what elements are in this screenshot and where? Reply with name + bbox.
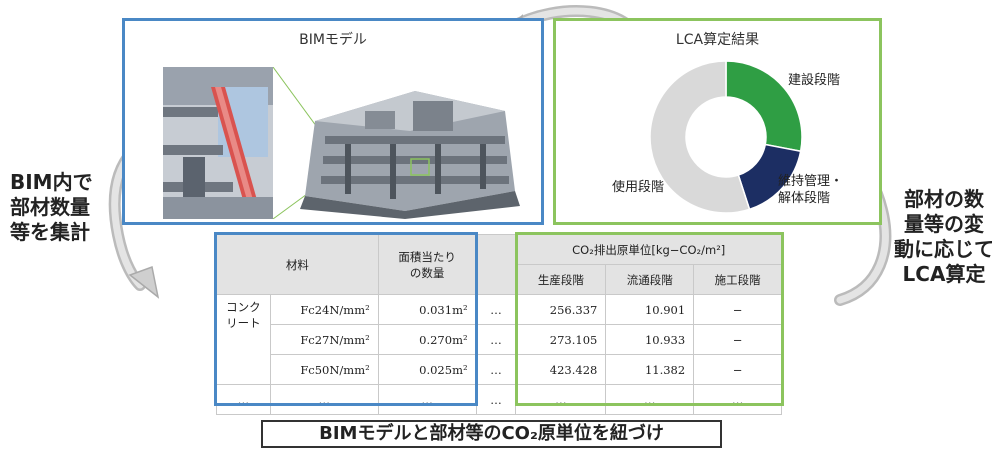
stage2-value: 10.933: [605, 324, 695, 355]
header-quantity-line1: 面積当たり: [398, 249, 456, 264]
donut-label-construction: 建設段階: [788, 73, 841, 88]
stage3-value: −: [693, 294, 782, 325]
lca-result-panel: LCA算定結果 建設段階 維持管理・ 解体段階 使用段階: [553, 18, 882, 225]
left-note-line: BIM内で: [10, 170, 93, 194]
ellipsis-cell: …: [475, 294, 517, 325]
material-name: Fc50N/mm²: [269, 354, 379, 385]
right-note-line: 部材の数: [904, 187, 984, 211]
material-quantity: 0.025m²: [377, 354, 477, 385]
donut-label-maintenance: 維持管理・ 解体段階: [778, 173, 843, 207]
ellipsis-cell: …: [269, 384, 379, 415]
header-stage-construction: 施工段階: [693, 264, 782, 295]
bim-model-panel: BIMモデル: [122, 18, 544, 225]
donut-slice: [649, 60, 751, 214]
left-note-line: 等を集計: [10, 220, 90, 244]
donut-slice: [725, 60, 803, 153]
material-quantity: 0.031m²: [377, 294, 477, 325]
donut-label-maintenance-line1: 維持管理・: [778, 174, 844, 189]
table-row: Fc27N/mm² 0.270m² … 273.105 10.933 −: [217, 324, 782, 355]
ellipsis-cell: …: [475, 384, 517, 415]
group-cell-concrete: コンク リート: [216, 294, 271, 385]
header-stage-distribution: 流通段階: [605, 264, 695, 295]
table-row: Fc50N/mm² 0.025m² … 423.428 11.382 −: [217, 354, 782, 385]
header-quantity-line2: の数量: [409, 265, 445, 280]
header-unit-group: CO₂排出原単位[kg−CO₂/m²]: [515, 234, 782, 265]
caption-box: BIMモデルと部材等のCO₂原単位を紐づけ: [261, 420, 722, 448]
stage1-value: 273.105: [515, 324, 607, 355]
group-label-line1: コンク: [226, 300, 261, 314]
header-ellipsis: [475, 234, 517, 295]
table-row-more: … … … … … … …: [216, 384, 782, 415]
right-note-line: 動に応じて: [894, 237, 994, 261]
stage1-value: 256.337: [515, 294, 607, 325]
table-row: コンク リート Fc24N/mm² 0.031m² … 256.337 10.9…: [216, 294, 782, 385]
donut-label-use: 使用段階: [612, 180, 665, 195]
header-material: 材料: [216, 234, 379, 295]
ellipsis-cell: …: [475, 354, 517, 385]
ellipsis-cell: …: [377, 384, 477, 415]
left-note: BIM内で 部材数量 等を集計: [10, 170, 110, 245]
donut-label-maintenance-line2: 解体段階: [778, 191, 831, 206]
header-stage-production: 生産段階: [515, 264, 607, 295]
ellipsis-cell: …: [693, 384, 782, 415]
ellipsis-cell: …: [216, 384, 271, 415]
material-name: Fc24N/mm²: [269, 294, 379, 325]
material-table: 材料 面積当たり の数量 CO₂排出原単位[kg−CO₂/m²] 生産段階 流通…: [216, 234, 782, 415]
ellipsis-cell: …: [515, 384, 607, 415]
group-label-line2: リート: [226, 316, 261, 330]
stage1-value: 423.428: [515, 354, 607, 385]
ellipsis-cell: …: [475, 324, 517, 355]
right-note: 部材の数 量等の変 動に応じて LCA算定: [890, 187, 998, 287]
material-name: Fc27N/mm²: [269, 324, 379, 355]
stage2-value: 11.382: [605, 354, 695, 385]
stage3-value: −: [693, 354, 782, 385]
ellipsis-cell: …: [605, 384, 695, 415]
header-quantity: 面積当たり の数量: [377, 234, 477, 295]
left-note-line: 部材数量: [10, 195, 90, 219]
lca-panel-title: LCA算定結果: [675, 32, 760, 48]
lca-donut-chart: [649, 60, 803, 214]
bim-panel-title: BIMモデル: [299, 32, 367, 48]
bim-building-illustration: [300, 91, 520, 219]
stage2-value: 10.901: [605, 294, 695, 325]
material-quantity: 0.270m²: [377, 324, 477, 355]
bim-detail-illustration: [163, 67, 273, 219]
right-note-line: 量等の変: [904, 212, 984, 236]
stage3-value: −: [693, 324, 782, 355]
right-note-line: LCA算定: [902, 262, 986, 286]
